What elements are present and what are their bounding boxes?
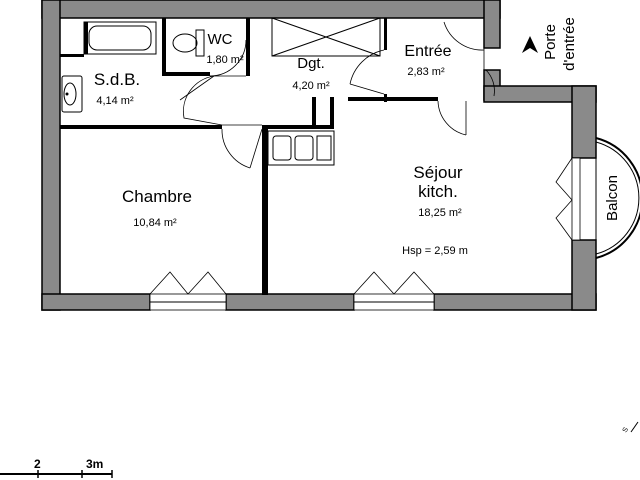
entrance-label-line1: Porte [542,24,559,60]
scale-label-left: 2 [34,457,41,471]
room-label-wc: WC [208,31,233,48]
room-area-sejour: 18,25 m² [418,207,462,219]
balcony-label: Balcon [604,175,621,221]
room-label-sejour: Séjour [413,163,462,182]
kitchen-sink [267,130,335,166]
room-label-kitch: kitch. [418,182,458,201]
bathtub [83,21,157,55]
room-label-sdb: S.d.B. [94,70,140,89]
entrance-arrow-icon [522,36,538,53]
toilet [172,29,205,57]
entrance-label-line2: d'entrée [561,17,578,71]
room-area-entree: 2,83 m² [407,66,445,78]
doors [179,18,495,169]
room-label-chambre: Chambre [122,187,192,206]
room-area-sdb: 4,14 m² [96,95,134,107]
scale-label-right: 3m [86,457,103,471]
room-label-entree: Entrée [404,43,451,60]
ceiling-height-note: Hsp = 2,59 m [402,245,468,257]
room-label-dgt: Dgt. [297,55,325,72]
storage-closet [271,17,381,57]
windows [149,157,581,311]
interior-walls [60,18,438,295]
room-area-dgt: 4,20 m² [292,80,330,92]
balcony [595,137,640,259]
room-area-chambre: 10,84 m² [133,217,177,229]
room-area-wc: 1,80 m² [206,54,244,66]
scale-bar [0,470,113,478]
washbasin [61,75,83,113]
exterior-walls [41,0,597,311]
compass-letter: S [622,426,631,434]
